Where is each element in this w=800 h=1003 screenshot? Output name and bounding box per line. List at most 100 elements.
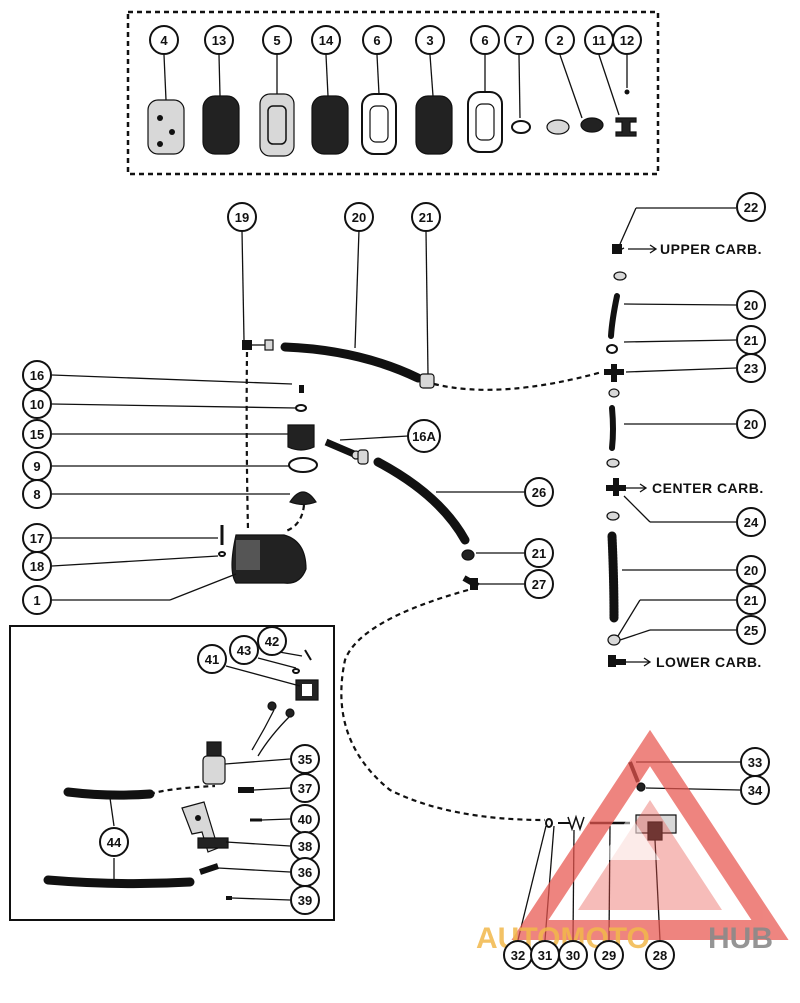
svg-text:16: 16 — [30, 368, 44, 383]
callout-34: 34 — [740, 775, 770, 805]
svg-text:21: 21 — [419, 210, 433, 225]
svg-text:23: 23 — [744, 361, 758, 376]
callout-36: 36 — [290, 857, 320, 887]
part-4-cover — [147, 99, 185, 155]
callout-8: 8 — [22, 479, 52, 509]
callout-33: 33 — [740, 747, 770, 777]
svg-text:17: 17 — [30, 531, 44, 546]
svg-text:13: 13 — [212, 33, 226, 48]
svg-text:44: 44 — [107, 835, 122, 850]
svg-text:3: 3 — [426, 33, 433, 48]
svg-text:43: 43 — [237, 643, 251, 658]
callout-16: 16 — [22, 360, 52, 390]
callout-20-mid-right: 20 — [736, 409, 766, 439]
svg-text:36: 36 — [298, 865, 312, 880]
svg-text:1: 1 — [33, 593, 40, 608]
svg-text:16A: 16A — [412, 429, 436, 444]
svg-text:28: 28 — [653, 948, 667, 963]
svg-text:31: 31 — [538, 948, 552, 963]
svg-text:41: 41 — [205, 652, 219, 667]
svg-text:37: 37 — [298, 781, 312, 796]
svg-text:20: 20 — [744, 417, 758, 432]
svg-text:42: 42 — [265, 634, 279, 649]
callout-23: 23 — [736, 353, 766, 383]
svg-text:9: 9 — [33, 459, 40, 474]
part-11-retainer — [615, 117, 637, 137]
callout-22: 22 — [736, 192, 766, 222]
svg-text:22: 22 — [744, 200, 758, 215]
svg-text:24: 24 — [744, 515, 759, 530]
svg-text:27: 27 — [532, 577, 546, 592]
callout-12: 12 — [612, 25, 642, 55]
callout-32: 32 — [503, 940, 533, 970]
part-6-gasket-b — [467, 91, 503, 153]
part-2-valve-a — [546, 119, 570, 135]
callout-31: 31 — [530, 940, 560, 970]
part-2-valve-b — [580, 117, 604, 133]
callout-6a: 6 — [362, 25, 392, 55]
svg-text:20: 20 — [352, 210, 366, 225]
callout-37: 37 — [290, 773, 320, 803]
svg-text:21: 21 — [744, 593, 758, 608]
gasket-kit-box — [126, 10, 660, 176]
callout-25: 25 — [736, 615, 766, 645]
callout-27: 27 — [524, 569, 554, 599]
callout-41: 41 — [197, 644, 227, 674]
part-3-diaphragm — [415, 95, 453, 155]
part-7-ring — [511, 120, 531, 134]
callout-21-upper-right: 21 — [736, 325, 766, 355]
callout-21-top: 21 — [411, 202, 441, 232]
fuel-line-routing — [218, 244, 677, 841]
svg-text:38: 38 — [298, 839, 312, 854]
callout-44: 44 — [99, 827, 129, 857]
upper-carb-label: UPPER CARB. — [660, 241, 762, 257]
svg-text:15: 15 — [30, 427, 44, 442]
part-14-diaphragm — [311, 95, 349, 155]
callout-21-lower-right: 21 — [736, 585, 766, 615]
svg-text:11: 11 — [592, 33, 606, 48]
part-12-screw — [624, 89, 630, 95]
callout-3: 3 — [415, 25, 445, 55]
automotohub-watermark-logo — [511, 729, 789, 940]
svg-text:2: 2 — [556, 33, 563, 48]
center-carb-label: CENTER CARB. — [652, 480, 764, 496]
callout-40: 40 — [290, 804, 320, 834]
electric-pump-kit-parts — [43, 649, 319, 900]
callout-4: 4 — [149, 25, 179, 55]
svg-text:32: 32 — [511, 948, 525, 963]
callout-42: 42 — [257, 626, 287, 656]
callout-9: 9 — [22, 451, 52, 481]
svg-text:39: 39 — [298, 893, 312, 908]
svg-text:6: 6 — [373, 33, 380, 48]
callout-19: 19 — [227, 202, 257, 232]
svg-text:25: 25 — [744, 623, 758, 638]
electric-pump-kit-box — [9, 625, 335, 921]
svg-text:4: 4 — [160, 33, 168, 48]
svg-text:19: 19 — [235, 210, 249, 225]
callout-30: 30 — [558, 940, 588, 970]
svg-text:34: 34 — [748, 783, 763, 798]
svg-text:7: 7 — [515, 33, 522, 48]
svg-text:6: 6 — [481, 33, 488, 48]
callout-20-lower-right: 20 — [736, 555, 766, 585]
svg-text:12: 12 — [620, 33, 634, 48]
part-13-diaphragm — [202, 95, 240, 155]
svg-text:30: 30 — [566, 948, 580, 963]
watermark-text-right: HUB — [708, 922, 773, 955]
callout-29: 29 — [594, 940, 624, 970]
lower-carb-label: LOWER CARB. — [656, 654, 762, 670]
callout-11: 11 — [584, 25, 614, 55]
callout-35: 35 — [290, 744, 320, 774]
callout-7: 7 — [504, 25, 534, 55]
callout-15: 15 — [22, 419, 52, 449]
callout-17: 17 — [22, 523, 52, 553]
svg-text:8: 8 — [33, 487, 40, 502]
callout-21-mid: 21 — [524, 538, 554, 568]
callout-18: 18 — [22, 551, 52, 581]
svg-text:40: 40 — [298, 812, 312, 827]
callout-38: 38 — [290, 831, 320, 861]
svg-text:5: 5 — [273, 33, 280, 48]
svg-text:18: 18 — [30, 559, 44, 574]
callout-16a: 16A — [407, 419, 441, 453]
